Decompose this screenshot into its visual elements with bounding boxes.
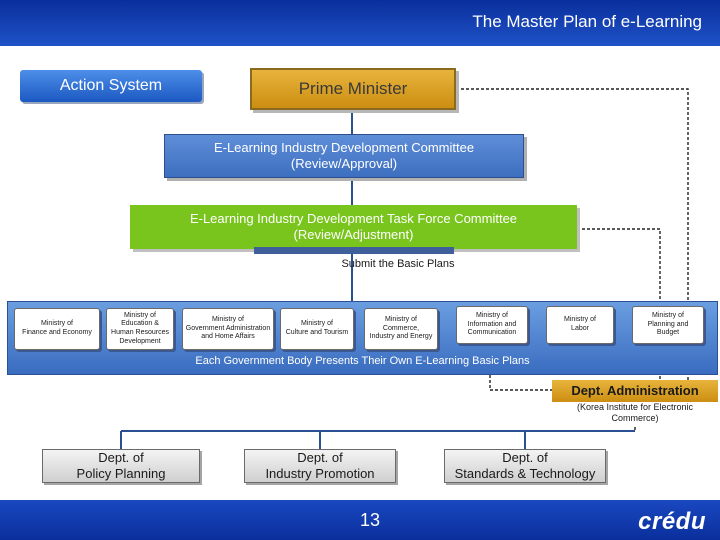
footer-bar <box>0 500 720 540</box>
department-connectors <box>120 430 635 449</box>
credu-logo: crédu <box>638 508 706 535</box>
taskforce-title: E-Learning Industry Development Task For… <box>189 211 518 227</box>
ministries-caption: Each Government Body Presents Their Own … <box>195 355 530 367</box>
header-bar <box>0 0 720 46</box>
committee-box: E-Learning Industry Development Committe… <box>164 134 524 178</box>
page-number: 13 <box>359 510 381 530</box>
committee-title: E-Learning Industry Development Committe… <box>213 140 475 156</box>
dept-administration-box: Dept. Administration <box>552 380 718 402</box>
dotted-ministries-dept-admin <box>489 375 552 391</box>
dept-administration-subtitle: (Korea Institute for Electronic Commerce… <box>576 402 694 424</box>
taskforce-role: (Review/Adjustment) <box>293 227 414 242</box>
slide-title: The Master Plan of e-Learning <box>472 12 702 31</box>
taskforce-box: E-Learning Industry Development Task For… <box>130 205 577 249</box>
taskforce-underbar <box>254 247 454 254</box>
submit-plans-label: Submit the Basic Plans <box>341 258 455 270</box>
committee-role: (Review/Approval) <box>290 156 398 171</box>
prime-minister-box: Prime Minister <box>250 68 456 110</box>
action-system-label: Action System <box>20 70 202 102</box>
